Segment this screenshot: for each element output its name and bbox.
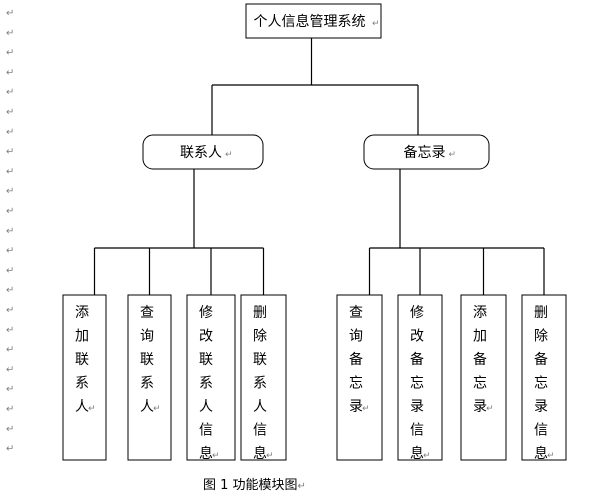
node-leaf-label: 查询备忘录 bbox=[349, 305, 363, 415]
node-leaf-label: 修改联系人信息 bbox=[199, 305, 213, 462]
node-leaf-0-2: 修改联系人信息↵ bbox=[186, 294, 236, 462]
paragraph-mark: ↵ bbox=[6, 325, 14, 336]
paragraph-mark: ↵ bbox=[153, 404, 161, 414]
connectors bbox=[93, 38, 545, 295]
node-group-1: 备忘录↵ bbox=[363, 134, 490, 170]
paragraph-mark: ↵ bbox=[6, 265, 14, 276]
node-leaf-1-3: 删除备忘录信息↵ bbox=[521, 294, 567, 462]
paragraph-mark: ↵ bbox=[449, 150, 457, 160]
paragraph-mark: ↵ bbox=[6, 305, 14, 316]
paragraph-mark: ↵ bbox=[6, 186, 14, 197]
paragraph-mark: ↵ bbox=[6, 48, 14, 59]
node-leaf-0-3: 删除联系人信息↵ bbox=[240, 294, 287, 462]
node-leaf-label: 添加备忘录 bbox=[473, 305, 487, 415]
paragraph-mark: ↵ bbox=[225, 150, 233, 160]
paragraph-mark: ↵ bbox=[486, 404, 494, 414]
paragraph-mark: ↵ bbox=[6, 345, 14, 356]
node-leaf-0-1: 查询联系人↵ bbox=[127, 294, 172, 461]
paragraph-mark: ↵ bbox=[6, 107, 14, 118]
node-group-0: 联系人↵ bbox=[142, 134, 264, 170]
paragraph-mark: ↵ bbox=[6, 444, 14, 455]
node-group-label: 联系人 bbox=[180, 145, 222, 161]
paragraph-mark: ↵ bbox=[423, 451, 431, 461]
node-leaf-label: 查询联系人 bbox=[140, 305, 154, 415]
paragraph-mark: ↵ bbox=[6, 384, 14, 395]
node-root-label: 个人信息管理系统 bbox=[254, 13, 366, 30]
paragraph-mark: ↵ bbox=[6, 67, 14, 78]
paragraph-mark: ↵ bbox=[6, 364, 14, 375]
paragraph-marks: ↵ ↵ ↵ ↵ ↵ ↵ ↵ ↵ ↵ ↵ ↵ ↵ ↵ ↵ ↵ ↵ ↵ ↵ ↵ ↵ ↵ ↵ ↵ bbox=[6, 8, 14, 455]
paragraph-mark: ↵ bbox=[6, 404, 14, 415]
paragraph-mark: ↵ bbox=[6, 28, 14, 39]
paragraph-mark: ↵ bbox=[6, 87, 14, 98]
paragraph-mark: ↵ bbox=[6, 147, 14, 158]
node-leaf-1-0: 查询备忘录↵ bbox=[336, 294, 383, 461]
paragraph-mark: ↵ bbox=[6, 166, 14, 177]
paragraph-mark: ↵ bbox=[6, 424, 14, 435]
nodes: 个人信息管理系统↵联系人↵添加联系人↵查询联系人↵修改联系人信息↵删除联系人信息… bbox=[62, 3, 567, 462]
paragraph-mark: ↵ bbox=[266, 451, 274, 461]
paragraph-mark: ↵ bbox=[212, 451, 220, 461]
node-leaf-1-1: 修改备忘录信息↵ bbox=[397, 294, 443, 462]
paragraph-mark: ↵ bbox=[547, 451, 555, 461]
paragraph-mark: ↵ bbox=[6, 226, 14, 237]
caption-text: 图 1 功能模块图 bbox=[203, 478, 298, 493]
node-leaf-1-2: 添加备忘录↵ bbox=[460, 294, 507, 461]
node-group-label: 备忘录 bbox=[404, 144, 446, 161]
paragraph-mark: ↵ bbox=[6, 8, 14, 19]
paragraph-mark: ↵ bbox=[6, 206, 14, 217]
node-root: 个人信息管理系统 ↵ bbox=[245, 3, 382, 39]
node-leaf-label: 删除联系人信息 bbox=[253, 305, 267, 462]
paragraph-mark: ↵ bbox=[362, 404, 370, 414]
paragraph-mark: ↵ bbox=[6, 127, 14, 138]
node-leaf-label: 添加联系人 bbox=[75, 305, 89, 415]
paragraph-mark: ↵ bbox=[372, 19, 380, 29]
caption-paragraph-mark: ↵ bbox=[297, 481, 306, 492]
paragraph-mark: ↵ bbox=[6, 285, 14, 296]
paragraph-mark: ↵ bbox=[88, 404, 96, 414]
node-leaf-label: 修改备忘录信息 bbox=[410, 305, 424, 462]
paragraph-mark: ↵ bbox=[6, 246, 14, 257]
node-leaf-label: 删除备忘录信息 bbox=[534, 305, 548, 462]
node-leaf-0-0: 添加联系人↵ bbox=[62, 294, 107, 461]
